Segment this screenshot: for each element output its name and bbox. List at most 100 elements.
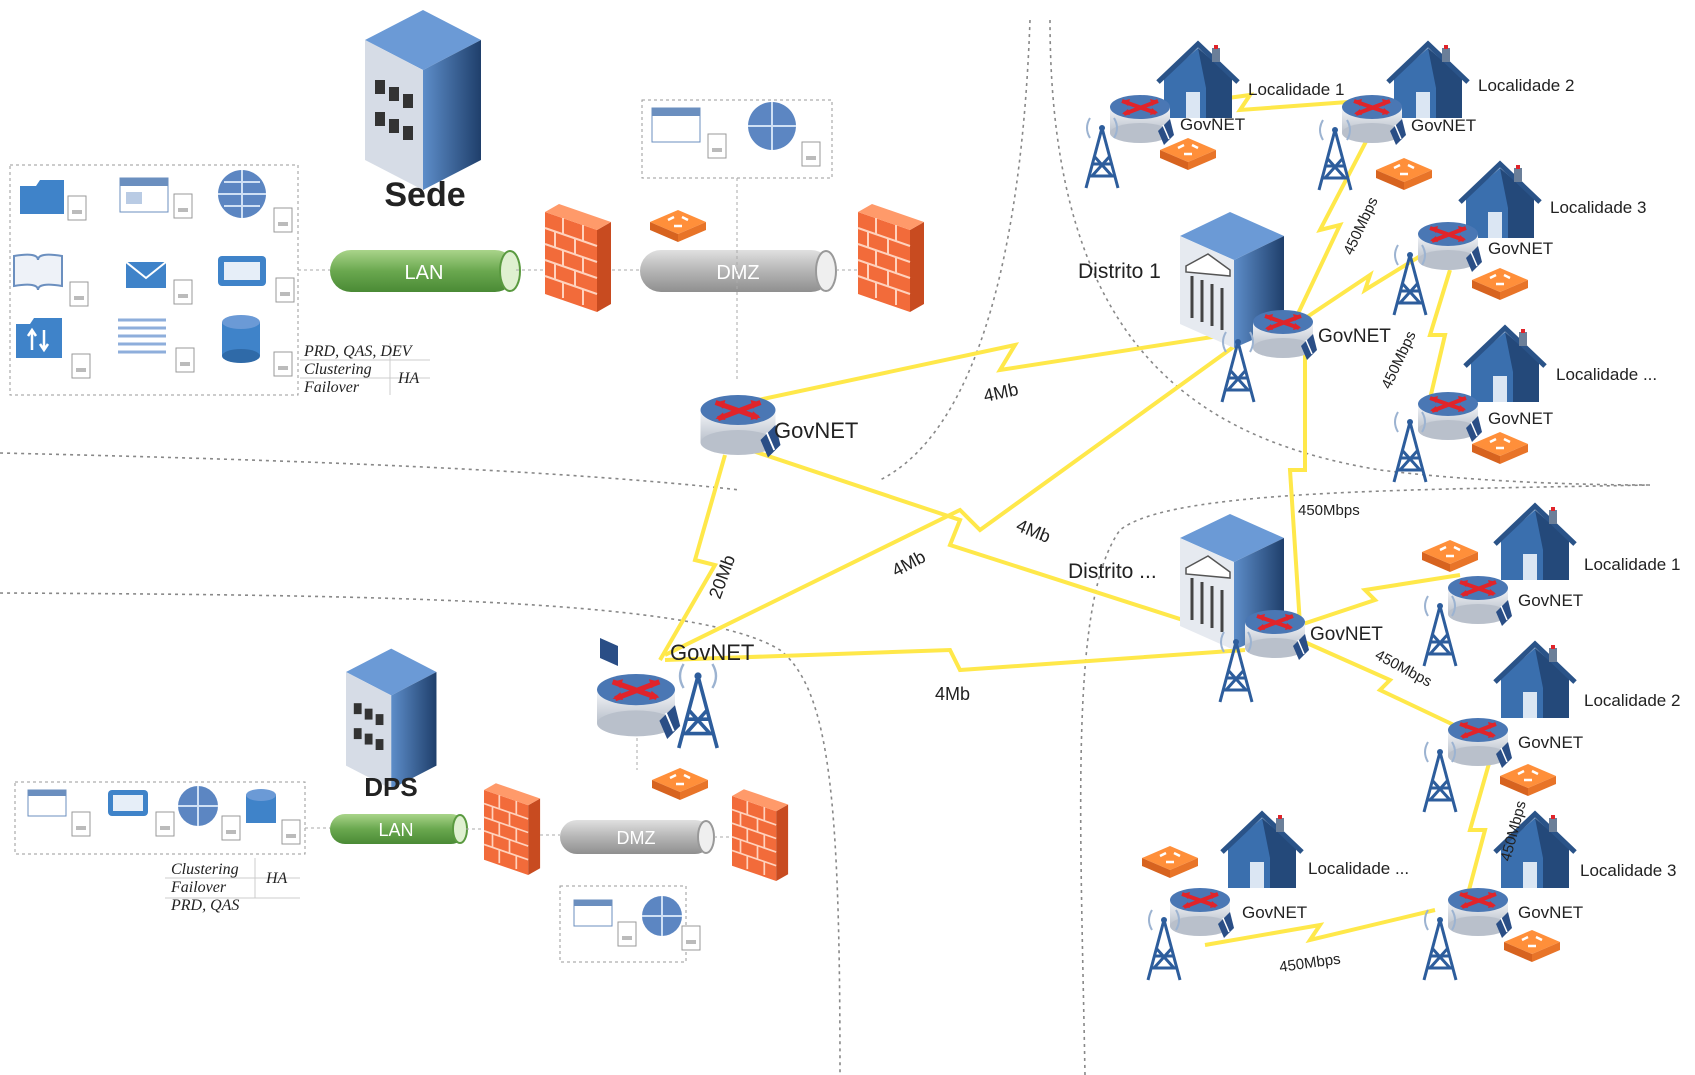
globe-icon	[218, 170, 293, 233]
top-l1-router-label: GovNET	[1180, 115, 1245, 134]
dps-router-icon	[597, 674, 680, 739]
sede-note-1: PRD, QAS, DEV	[303, 343, 414, 360]
top-l1-name: Localidade 1	[1248, 80, 1344, 99]
bottom-l4-router-label: GovNET	[1242, 903, 1307, 922]
dps-note-1: Clustering	[171, 861, 239, 878]
dps-contact-icon	[108, 790, 175, 837]
dps-dmz-servers-panel	[559, 885, 687, 963]
top-l4-router-icon	[1416, 390, 1484, 444]
sede-dmz-switch-icon	[648, 208, 708, 244]
top-l3-router-label: GovNET	[1488, 239, 1553, 258]
top-l3-router-icon	[1416, 220, 1484, 274]
top-locality-2: Localidade 2 GovNET	[1317, 44, 1574, 192]
top-l1-house-icon	[1158, 44, 1238, 118]
sede-firewall-inner-icon	[544, 203, 612, 313]
bottom-l1-router-label: GovNET	[1518, 591, 1583, 610]
bottom-l4-switch-icon	[1140, 844, 1200, 880]
link-top-l3-l4	[1423, 269, 1452, 421]
bottom-l2-house-icon	[1495, 644, 1575, 718]
list-icon	[118, 318, 195, 373]
top-l2-router-label: GovNET	[1411, 116, 1476, 135]
sede-building-icon	[365, 10, 481, 190]
dps-tower-icon	[676, 662, 720, 750]
link-dps-d1	[664, 333, 1252, 657]
bottom-locality-4: Localidade ... GovNET	[1140, 814, 1409, 982]
link-l3-l4	[1204, 908, 1436, 947]
sede-dmz-label: DMZ	[716, 262, 759, 284]
bottom-locality-1: Localidade 1 GovNET	[1420, 506, 1680, 668]
district-1: Distrito 1 GovNET	[1078, 210, 1391, 404]
sede-app-icons	[13, 170, 295, 379]
link-sede-d1	[734, 326, 1271, 407]
bottom-l3-switch-icon	[1502, 928, 1562, 964]
link-top-d1-l3	[1293, 248, 1432, 327]
bottom-l1-router-icon	[1446, 574, 1514, 628]
link-label-bot-l3-l4: 450Mbps	[1278, 951, 1341, 976]
sede-note-2: Clustering	[304, 361, 372, 378]
top-l1-switch-icon	[1158, 136, 1218, 172]
dps-firewall-inner-icon	[483, 782, 541, 876]
bottom-l1-house-icon	[1495, 506, 1575, 580]
dps-ha-label: HA	[265, 870, 288, 887]
dps-dmz-label: DMZ	[617, 828, 656, 848]
dps-lan-label: LAN	[378, 820, 413, 840]
link-label-dps-d1: 4Mb	[888, 546, 928, 580]
bottom-locality-3: Localidade 3 GovNET	[1422, 814, 1676, 982]
link-label-top-d1-l3: 450Mbps	[1340, 195, 1381, 258]
top-l2-switch-icon	[1374, 156, 1434, 192]
dps-building-icon	[346, 648, 437, 789]
top-locality-4: Localidade ... GovNET	[1392, 328, 1657, 484]
sede-router-icon	[701, 395, 781, 458]
bottom-l2-switch-icon	[1498, 762, 1558, 798]
dps-lan-pipe	[330, 814, 468, 844]
district-1-router-label: GovNET	[1318, 326, 1391, 347]
bottom-l2-name: Localidade 2	[1584, 691, 1680, 710]
top-locality-1: Localidade 1 GovNET	[1084, 44, 1344, 190]
top-l3-switch-icon	[1470, 266, 1530, 302]
top-l4-switch-icon	[1470, 430, 1530, 466]
region-boundaries	[0, 19, 1651, 1075]
bottom-localities: Localidade 1 GovNET Localidade 2 GovNET …	[1140, 506, 1680, 982]
district-2-name: Distrito ...	[1068, 560, 1157, 583]
top-l4-house-icon	[1465, 328, 1545, 402]
book-icon	[13, 253, 89, 307]
email-icon	[125, 261, 193, 305]
folder-icon	[20, 180, 87, 221]
contact-icon	[218, 256, 295, 303]
link-label-sede-d1: 4Mb	[982, 379, 1020, 406]
dps-firewall-outer-icon	[731, 788, 789, 882]
dps-web-icon	[27, 789, 91, 837]
bottom-l1-switch-icon	[1420, 538, 1480, 574]
database-icon	[222, 315, 293, 377]
bottom-l4-router-icon	[1168, 886, 1236, 940]
sede-lan-label: LAN	[405, 262, 444, 284]
bottom-l4-house-icon	[1222, 814, 1302, 888]
district-2: Distrito ... GovNET	[1068, 512, 1383, 704]
district-2-router-icon	[1243, 608, 1311, 662]
bottom-l4-name: Localidade ...	[1308, 859, 1409, 878]
dps-router-access-icon	[600, 638, 618, 666]
dps-note-3: PRD, QAS	[170, 897, 239, 914]
link-sede-dps	[658, 454, 727, 662]
link-l2-l3	[1463, 759, 1492, 906]
district-2-router-label: GovNET	[1310, 624, 1383, 645]
dps-apps-panel	[14, 781, 306, 855]
webpage-icon	[119, 177, 193, 219]
sede-ha-label: HA	[397, 370, 420, 387]
bottom-l3-router-label: GovNET	[1518, 903, 1583, 922]
top-l2-name: Localidade 2	[1478, 76, 1574, 95]
top-locality-3: Localidade 3 GovNET	[1392, 164, 1646, 317]
bottom-l3-router-icon	[1446, 886, 1514, 940]
sede-title: Sede	[384, 176, 465, 214]
sede-note-3: Failover	[303, 379, 360, 396]
dps-dmz-globe-icon	[642, 896, 701, 951]
transfer-icon	[16, 318, 91, 379]
wan-links	[658, 92, 1492, 947]
link-label-sede-d2: 4Mb	[1014, 515, 1054, 547]
dps-notes: Clustering Failover PRD, QAS HA	[165, 858, 300, 914]
dps-title: DPS	[364, 772, 417, 802]
district-1-name: Distrito 1	[1078, 260, 1161, 283]
dps-globe-icon	[178, 786, 241, 841]
sede-site: PRD, QAS, DEV Clustering Failover HA Sed…	[9, 10, 925, 458]
